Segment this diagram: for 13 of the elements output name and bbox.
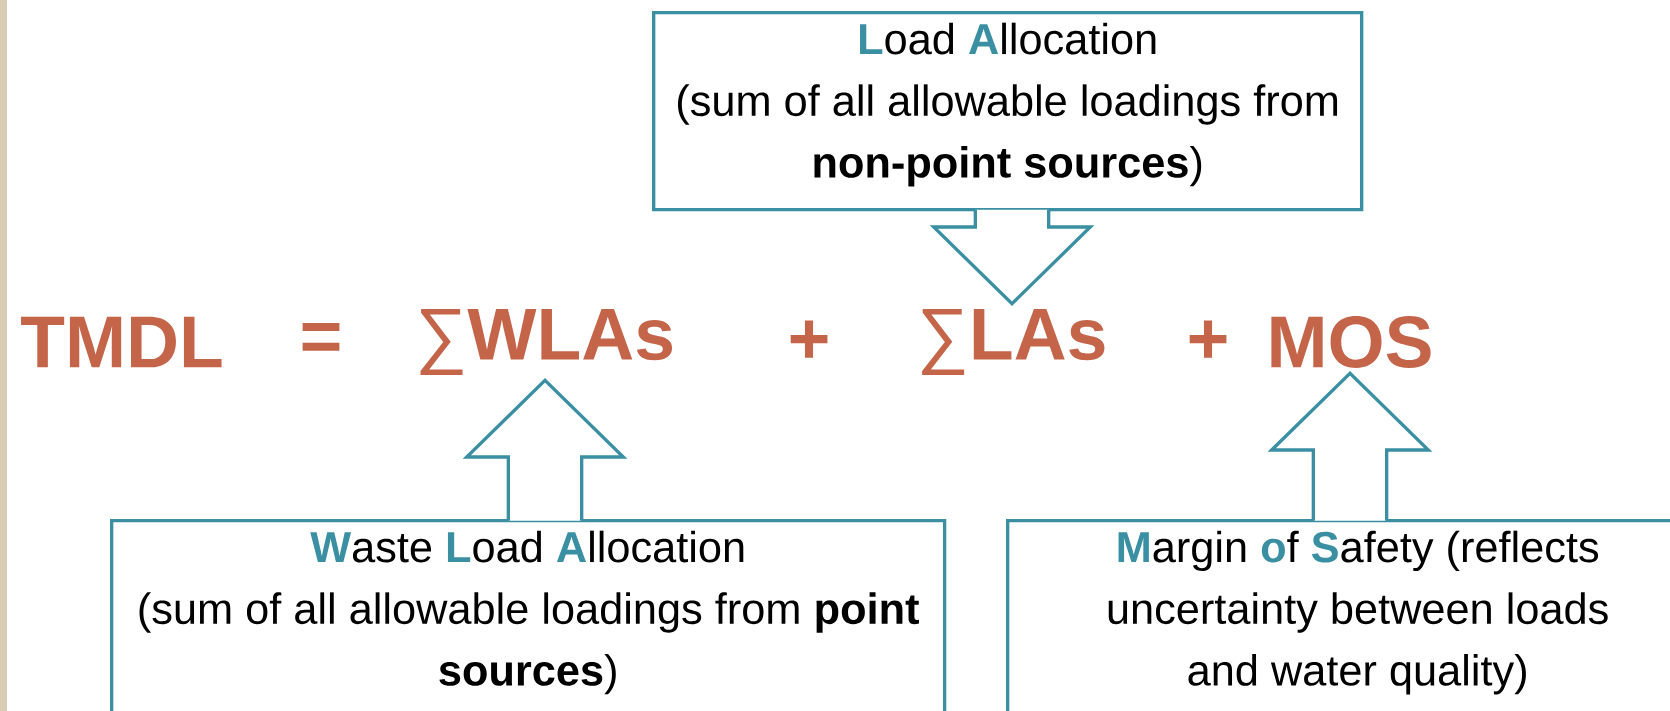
block-arrow: [1267, 370, 1433, 523]
equation-term: ∑WLAs: [420, 309, 672, 375]
block-arrow: [929, 208, 1095, 306]
callout-box: Margin of Safety (reflects uncertainty between loads and water quality): [1006, 519, 1670, 711]
equation-text: +: [1189, 320, 1227, 358]
block-arrow: [462, 378, 628, 523]
callout-box: Load Allocation (sum of all allowable loadings from non-point sources): [652, 11, 1364, 212]
equation-text: +: [790, 320, 828, 358]
equation-term: ∑LAs: [922, 309, 1105, 375]
callout-box: Waste Load Allocation (sum of all allowable loadings from point sources): [110, 519, 947, 711]
equation-text: =: [302, 322, 340, 351]
equation-text: TMDL: [21, 316, 222, 368]
equation-term: MOS: [1271, 316, 1431, 368]
